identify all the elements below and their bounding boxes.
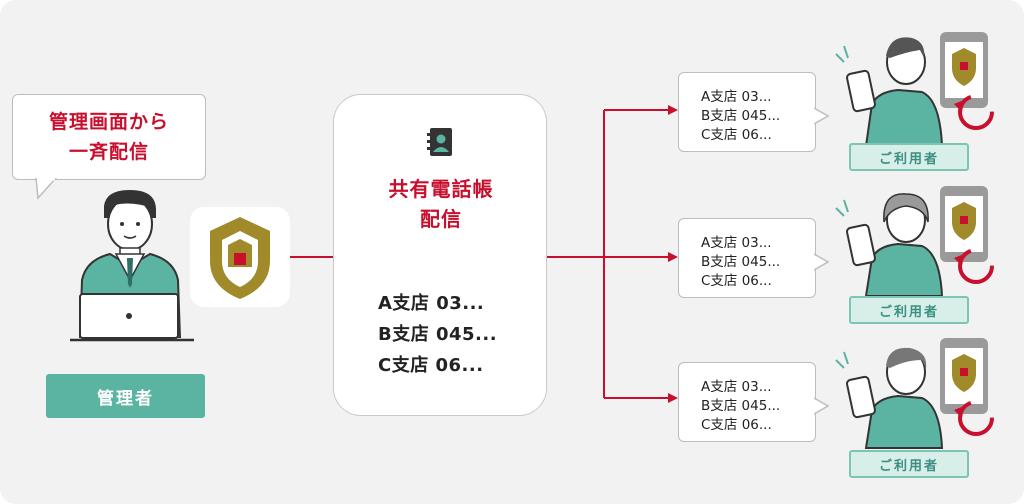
speech-line-1: 管理画面から	[48, 111, 169, 133]
recipient-2-bubble: A支店 03... B支店 045... C支店 06...	[678, 218, 816, 298]
sync-icon	[958, 400, 994, 436]
shared-phonebook-card: 共有電話帳 配信 A支店 03... B支店 045... C支店 06...	[333, 94, 547, 416]
recipient-3-line-2: B支店 045...	[701, 398, 781, 414]
recipient-2-line-1: A支店 03...	[701, 235, 772, 251]
sync-icon	[958, 248, 994, 284]
recipient-1-bubble: A支店 03... B支店 045... C支店 06...	[678, 72, 816, 152]
card-title-line-1: 共有電話帳	[388, 177, 494, 201]
recipient-2-line-3: C支店 06...	[701, 273, 772, 289]
card-entry-3: C支店 06...	[378, 355, 484, 376]
sync-icon	[958, 94, 994, 130]
recipient-3-line-1: A支店 03...	[701, 379, 772, 395]
recipient-1-line-1: A支店 03...	[701, 89, 772, 105]
recipient-1-user-label: ご利用者	[849, 143, 969, 171]
shield-app-icon	[190, 207, 290, 307]
recipient-1-bubble-tail	[814, 107, 830, 125]
recipient-3-line-3: C支店 06...	[701, 417, 772, 433]
recipient-1-line-3: C支店 06...	[701, 127, 772, 143]
recipient-1-line-2: B支店 045...	[701, 108, 781, 124]
card-entry-1: A支店 03...	[378, 293, 485, 314]
recipient-2-user-label: ご利用者	[849, 296, 969, 324]
recipient-3-user-label: ご利用者	[849, 450, 969, 478]
recipient-1-illustration	[835, 32, 994, 147]
admin-speech-bubble: 管理画面から 一斉配信	[12, 94, 206, 180]
recipient-3-illustration	[835, 338, 994, 449]
recipient-2-illustration	[835, 186, 994, 297]
recipient-3-bubble: A支店 03... B支店 045... C支店 06...	[678, 362, 816, 442]
speech-bubble-tail	[35, 178, 58, 200]
recipient-3-bubble-tail	[814, 397, 830, 415]
laptop-icon	[70, 293, 194, 342]
admin-role-label: 管理者	[46, 374, 205, 418]
address-book-icon	[427, 128, 452, 156]
recipient-2-line-2: B支店 045...	[701, 254, 781, 270]
speech-line-2: 一斉配信	[68, 141, 149, 163]
card-entry-2: B支店 045...	[378, 324, 498, 345]
card-title-line-2: 配信	[420, 207, 462, 231]
recipient-2-bubble-tail	[814, 253, 830, 271]
